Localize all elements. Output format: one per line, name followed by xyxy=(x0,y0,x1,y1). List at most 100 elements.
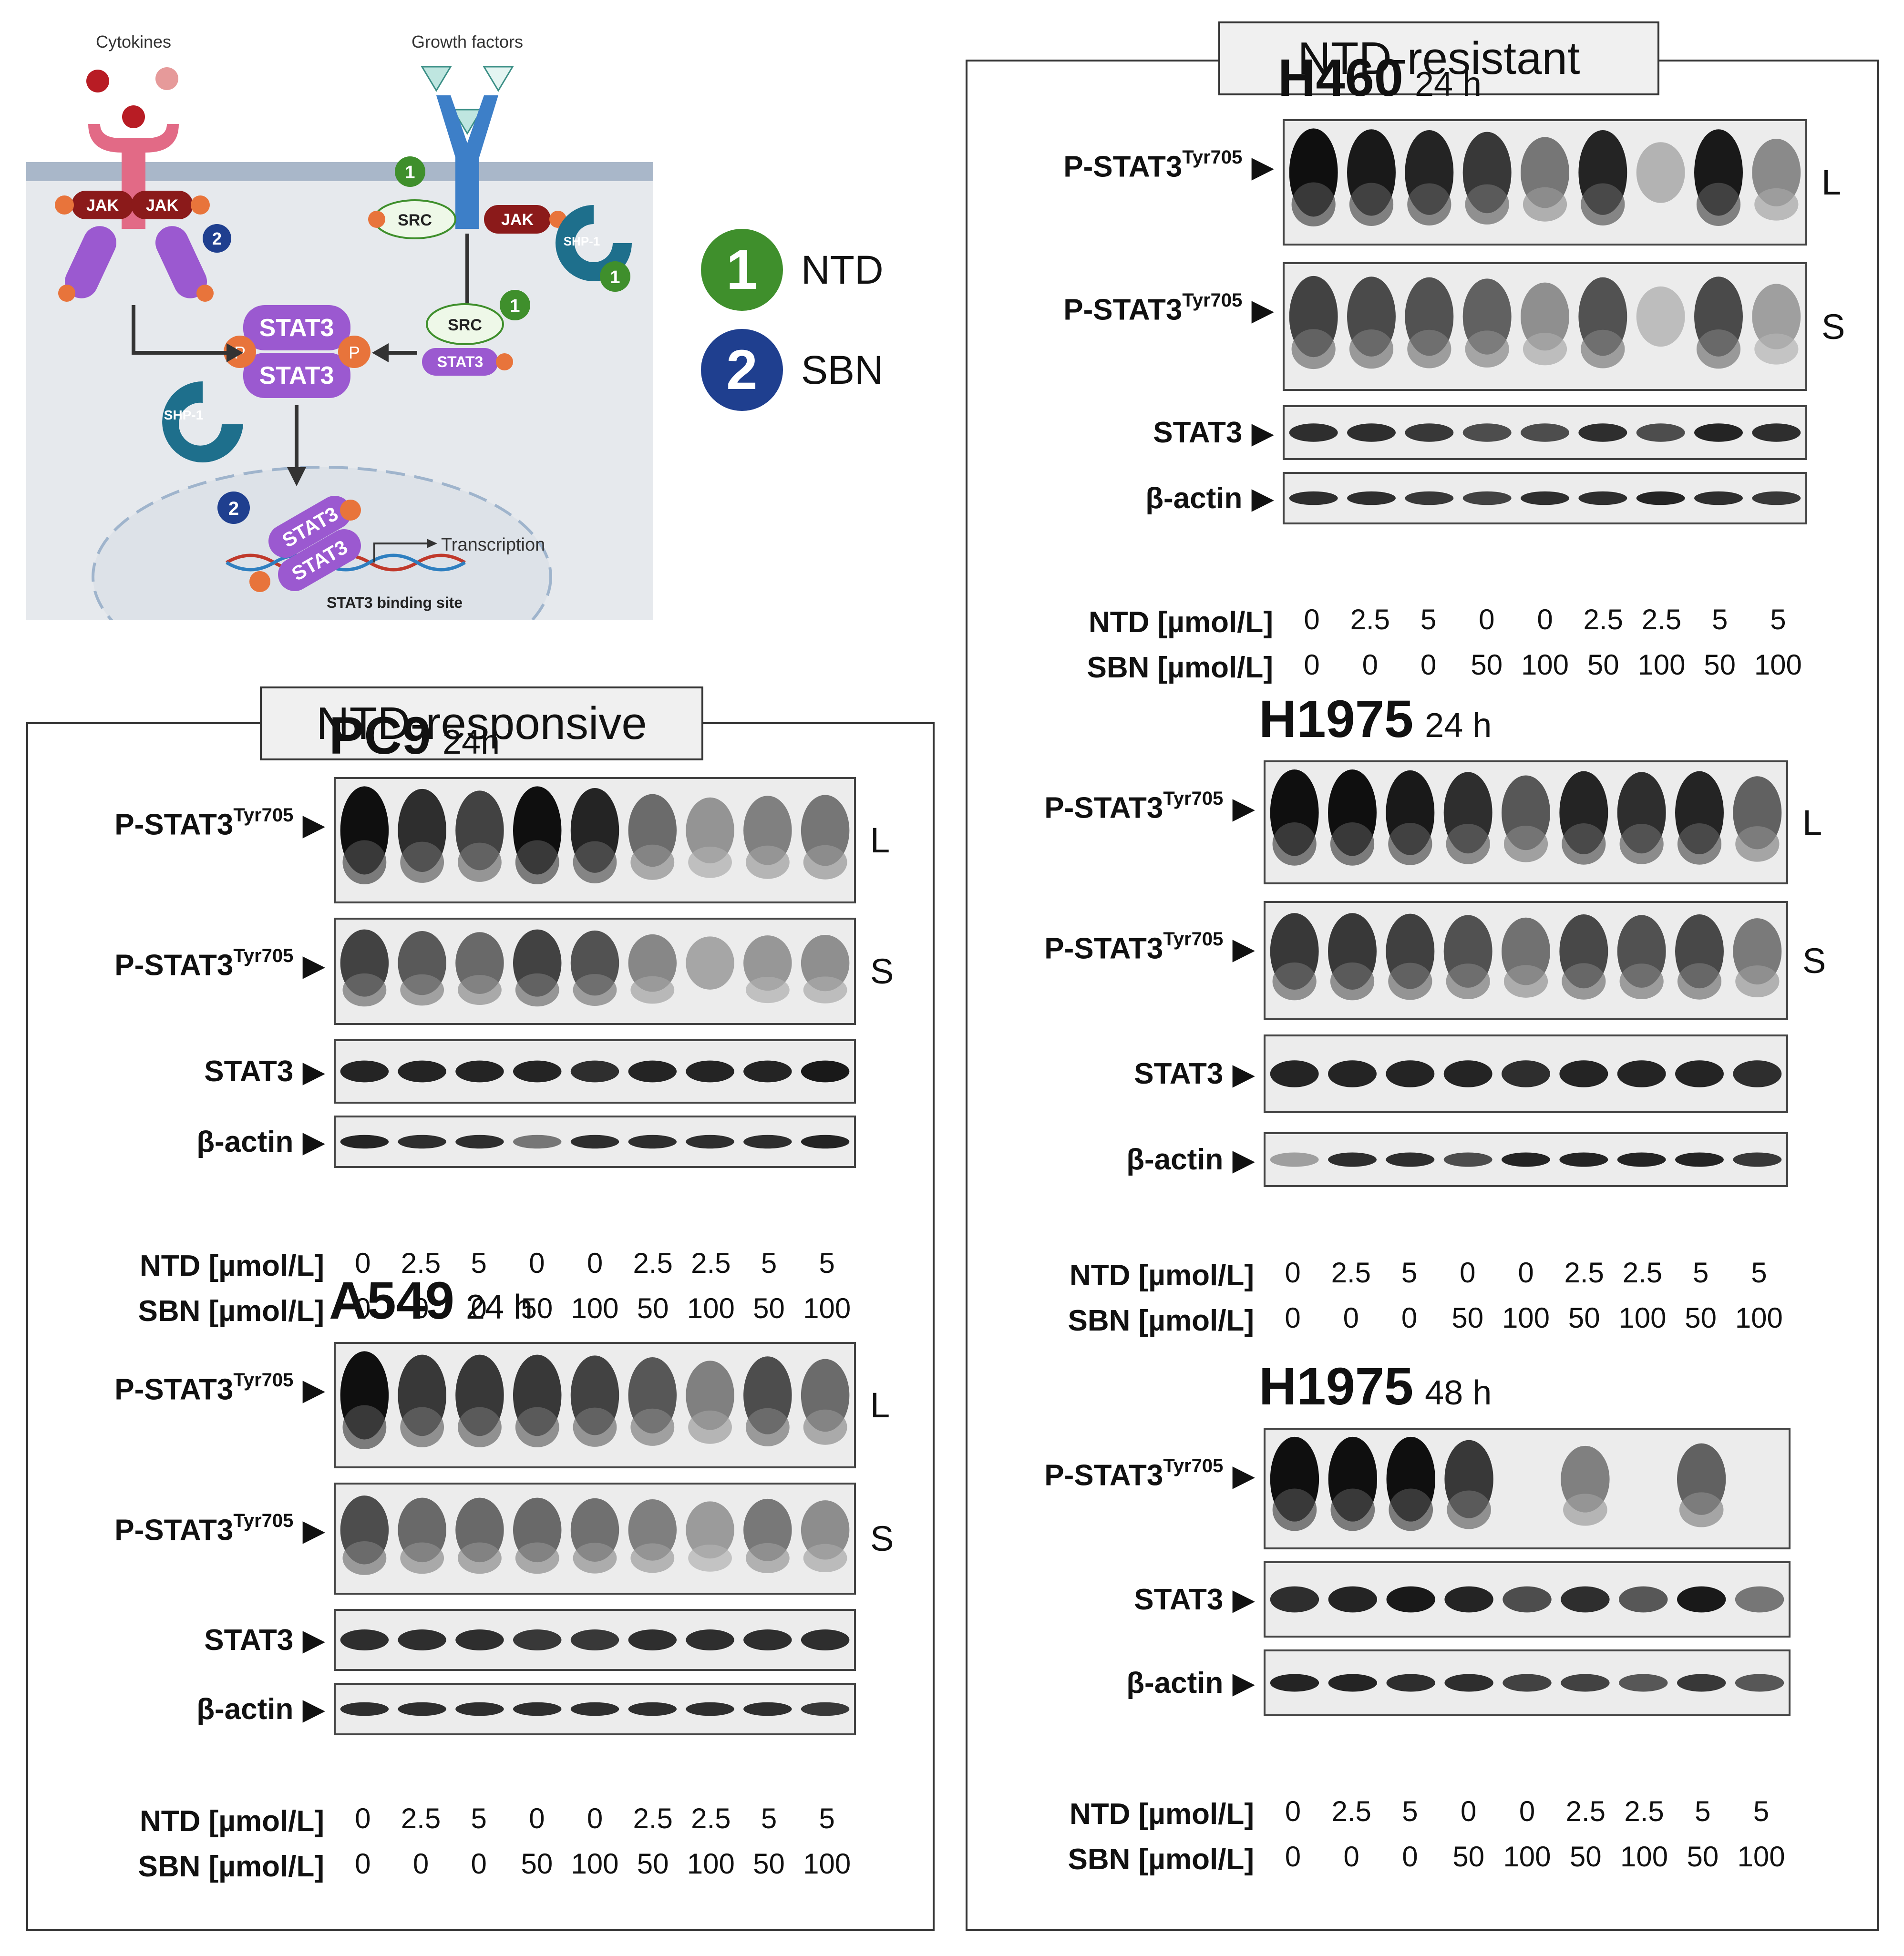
exposure-short: S xyxy=(870,952,894,991)
blot-band xyxy=(1347,423,1396,442)
blot-band xyxy=(628,934,677,992)
blot-band xyxy=(1443,1152,1492,1167)
sbn-value: 0 xyxy=(1343,1841,1359,1873)
stat3-label: STAT3 xyxy=(1134,1583,1224,1616)
sbn-value: 50 xyxy=(753,1292,785,1324)
panel-title-resistant: NTD-resistant xyxy=(1218,21,1659,95)
blot-band-lower xyxy=(1523,187,1567,222)
blot-band xyxy=(398,1135,446,1149)
sbn-value: 0 xyxy=(1304,649,1320,681)
ntd-value: 2.5 xyxy=(691,1247,731,1279)
pstat3-label: P-STAT3Tyr705 xyxy=(1044,929,1224,965)
blot-band-lower xyxy=(745,977,790,1004)
svg-text:JAK: JAK xyxy=(501,211,534,229)
ntd-value: 5 xyxy=(1711,604,1728,635)
exposure-long: L xyxy=(1802,802,1822,842)
svg-text:P: P xyxy=(349,343,360,362)
svg-text:JAK: JAK xyxy=(146,196,178,215)
blot-band-lower xyxy=(1735,965,1780,998)
blot-band xyxy=(1559,1152,1608,1167)
legend-item-ntd: 1 NTD xyxy=(701,229,884,311)
ntd-value: 5 xyxy=(761,1802,777,1834)
blot-band-lower xyxy=(745,845,790,879)
svg-text:SRC: SRC xyxy=(448,316,482,334)
ntd-value: 2.5 xyxy=(401,1802,441,1834)
sbn-concentration-label: SBN [µmol/L] xyxy=(138,1294,324,1328)
sbn-value: 0 xyxy=(1343,1302,1359,1334)
ntd-concentration-label: NTD [µmol/L] xyxy=(1089,605,1273,639)
stat3-monomer-right xyxy=(155,226,207,298)
arrow-icon: ▶ xyxy=(1233,1058,1254,1090)
svg-text:SHP-1: SHP-1 xyxy=(564,234,600,248)
ntd-value: 2.5 xyxy=(1564,1257,1604,1289)
blot-label-stat3: STAT3▶ xyxy=(29,1039,324,1104)
arrow-icon: ▶ xyxy=(303,1625,324,1656)
blot-band xyxy=(1502,1152,1550,1167)
blot-band-lower xyxy=(1679,1492,1724,1527)
blot-band-lower xyxy=(458,1542,502,1574)
ntd-value: 5 xyxy=(1402,1795,1418,1827)
ntd-value: 5 xyxy=(1753,1795,1770,1827)
cell-membrane xyxy=(26,162,653,181)
blot-band xyxy=(1561,1674,1610,1692)
blot-band xyxy=(1636,423,1685,442)
sbn-value: 0 xyxy=(1402,1841,1418,1873)
blot-band xyxy=(1503,1586,1552,1613)
jak-left xyxy=(72,191,134,219)
blot-band-lower xyxy=(1272,962,1317,1001)
ntd-value: 0 xyxy=(529,1247,545,1279)
sbn-value: 100 xyxy=(1620,1841,1668,1873)
blot-band xyxy=(1636,142,1685,203)
blot-band-lower xyxy=(1407,183,1451,225)
blot-band xyxy=(570,1135,619,1149)
ntd-value: 2.5 xyxy=(1641,604,1682,635)
blot-band-lower xyxy=(1754,188,1799,221)
blot-band xyxy=(1347,491,1396,505)
legend-label-sbn: SBN xyxy=(801,347,884,392)
growth-factor xyxy=(483,66,514,92)
phospho-dot xyxy=(55,195,74,215)
blot-label-p: P-STAT3Tyr705▶ xyxy=(958,760,1254,856)
blot-band xyxy=(1289,491,1338,505)
blot-label-p: P-STAT3Tyr705▶ xyxy=(29,777,324,872)
tyr705-superscript: Tyr705 xyxy=(233,1370,294,1391)
blot-band xyxy=(1444,1674,1493,1692)
blot-label-stat3: STAT3▶ xyxy=(958,1034,1254,1113)
blot-band xyxy=(1735,1586,1784,1613)
blot-band xyxy=(1752,284,1801,349)
pstat3-label: P-STAT3Tyr705 xyxy=(114,1370,294,1406)
sbn-value: 100 xyxy=(1503,1841,1551,1873)
sbn-value: 0 xyxy=(1362,649,1379,681)
sbn-value: 50 xyxy=(1687,1841,1719,1873)
arrow-icon: ▶ xyxy=(1252,152,1273,183)
sbn-value: 0 xyxy=(471,1292,487,1324)
svg-text:1: 1 xyxy=(610,267,620,287)
stat3-nuclear-top xyxy=(268,496,351,558)
blot-band-lower xyxy=(1389,1488,1433,1531)
phospho-dot xyxy=(191,195,210,215)
sbn-value: 100 xyxy=(687,1848,735,1880)
blot-band-lower xyxy=(1563,1494,1607,1526)
blot-band xyxy=(1328,1674,1378,1692)
arrow-icon: ▶ xyxy=(303,1515,324,1546)
sbn-value: 50 xyxy=(753,1848,785,1880)
blot-band xyxy=(801,935,850,992)
sbn-value: 100 xyxy=(1737,1841,1785,1873)
blot-band xyxy=(340,1060,389,1083)
blot-band xyxy=(1386,1152,1435,1167)
shp1-left xyxy=(162,381,243,462)
jak-right xyxy=(131,191,193,219)
blot-row-actin: β-actin▶ xyxy=(980,472,1879,524)
sbn-value: 100 xyxy=(1637,649,1686,681)
growth-factors-label: Growth factors xyxy=(412,32,523,51)
sbn-value: 50 xyxy=(1685,1302,1717,1334)
blot-band-lower xyxy=(803,1544,847,1573)
sbn-concentration-label: SBN [µmol/L] xyxy=(138,1850,324,1883)
blot-band-lower xyxy=(400,841,444,883)
